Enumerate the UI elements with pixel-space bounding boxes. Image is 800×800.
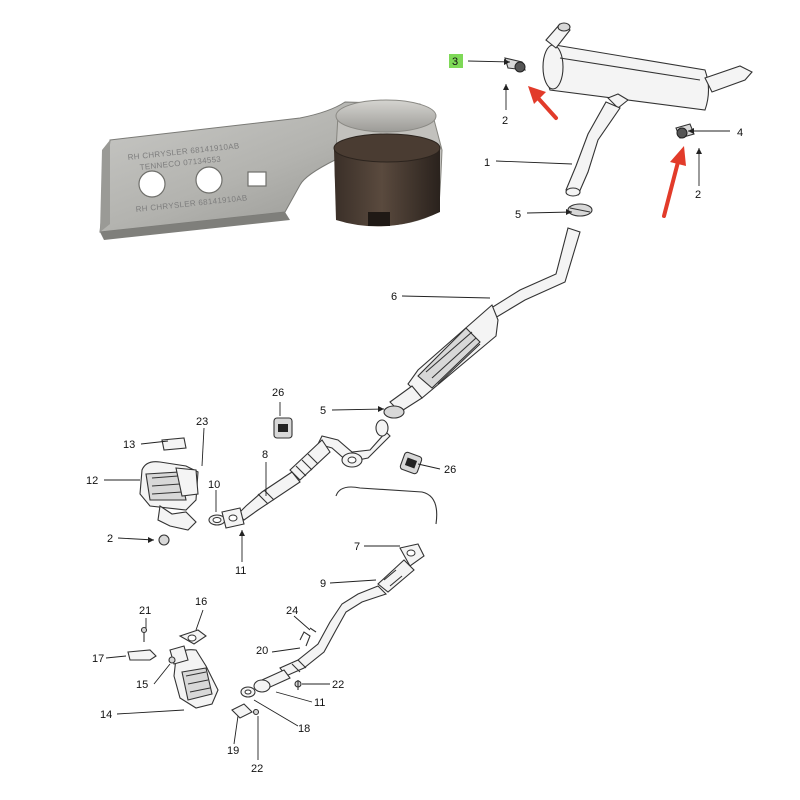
callout-3-highlight — [449, 54, 463, 68]
hanger-part-4 — [675, 123, 695, 139]
front-pipe-9 — [253, 543, 425, 693]
isolator-26-right — [399, 451, 423, 475]
red-arrow-left — [528, 86, 558, 120]
callout-20: 20 — [256, 645, 268, 657]
callout-24: 24 — [286, 605, 298, 617]
callout-6: 6 — [391, 291, 397, 303]
clamp-5-upper — [567, 203, 593, 217]
bracket-19 — [231, 703, 260, 719]
front-pipe-8 — [237, 419, 391, 521]
callout-4: 4 — [737, 127, 743, 139]
hanger-part-3 — [504, 57, 526, 73]
nut-15 — [168, 656, 176, 664]
bracket-20 — [299, 631, 311, 647]
callout-12: 12 — [86, 475, 98, 487]
callout-11: 11 — [314, 697, 325, 709]
callout-2: 2 — [107, 533, 113, 545]
callout-2: 2 — [502, 115, 508, 127]
callout-14: 14 — [100, 709, 112, 721]
leader-lines — [104, 59, 730, 760]
hanger-bracket-photo: RH CHRYSLER 68141910AB TENNECO 07134553 … — [99, 99, 443, 240]
callout-17: 17 — [92, 653, 104, 665]
callout-3: 3 — [452, 56, 458, 68]
isolator-26-upper — [273, 417, 293, 439]
catalytic-converter-12 — [139, 461, 199, 546]
callout-15: 15 — [136, 679, 148, 691]
callout-1: 1 — [484, 157, 490, 169]
callout-2: 2 — [695, 189, 701, 201]
heat-shield-17 — [127, 649, 157, 661]
callout-7: 7 — [354, 541, 360, 553]
callout-21: 21 — [139, 605, 151, 617]
flange-11-upper — [221, 507, 245, 529]
heat-shield-13 — [161, 437, 187, 451]
callout-labels: 3 2 1 4 2 5 6 26 5 23 13 8 26 12 10 2 11… — [86, 56, 743, 775]
callout-10: 10 — [208, 479, 220, 491]
callout-8: 8 — [262, 449, 268, 461]
bolt-24 — [309, 627, 317, 633]
callout-11: 11 — [235, 565, 246, 577]
intermediate-pipe-1 — [565, 101, 621, 197]
callout-5: 5 — [515, 209, 521, 221]
heat-shield-wire — [335, 486, 438, 525]
catalytic-converter-14 — [169, 629, 219, 709]
callout-22: 22 — [251, 763, 263, 775]
callout-26: 26 — [272, 387, 284, 399]
callout-5: 5 — [320, 405, 326, 417]
callout-19: 19 — [227, 745, 239, 757]
clamp-5-lower — [383, 405, 405, 419]
bolt-22-right — [294, 680, 302, 690]
rear-muffler — [542, 22, 753, 111]
resonator-pipe-6 — [389, 227, 581, 413]
callout-18: 18 — [298, 723, 310, 735]
red-arrow-right — [662, 146, 686, 218]
callout-23: 23 — [196, 416, 208, 428]
callout-26: 26 — [444, 464, 456, 476]
callout-16: 16 — [195, 596, 207, 608]
callout-9: 9 — [320, 578, 326, 590]
bolt-21 — [140, 626, 148, 642]
callout-13: 13 — [123, 439, 135, 451]
gasket-18 — [240, 686, 256, 698]
callout-22: 22 — [332, 679, 344, 691]
